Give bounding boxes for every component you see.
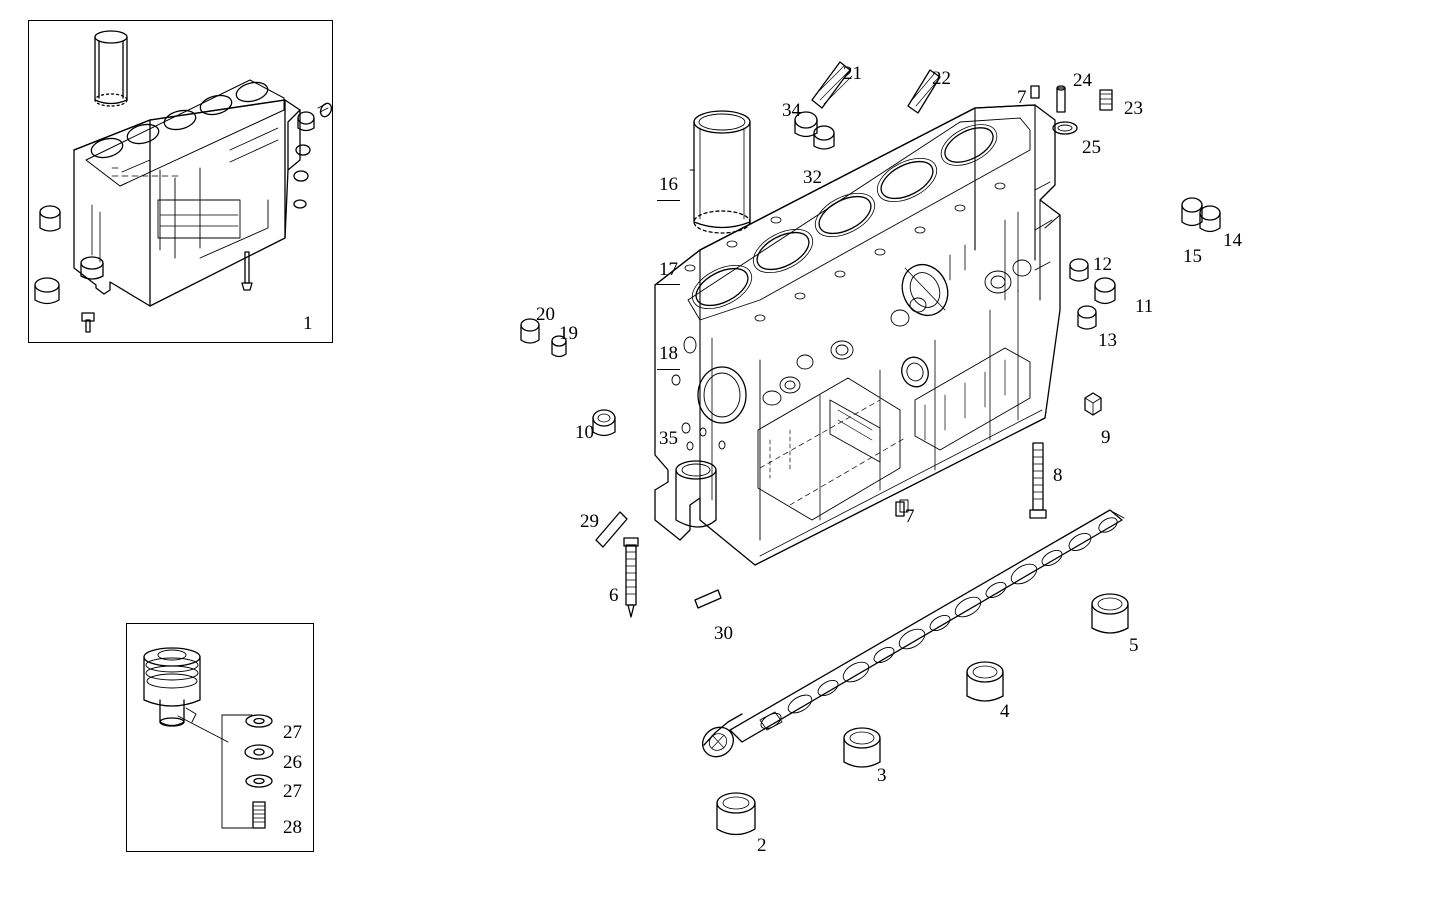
callout-11: 11	[1135, 296, 1154, 317]
liner-callout-16: 16	[657, 171, 680, 201]
liner-callout-17: 17	[657, 256, 680, 286]
callout-25: 25	[1082, 137, 1101, 158]
left-small-parts-group	[521, 319, 904, 617]
liner-callout-18: 18	[657, 340, 680, 370]
callout-4: 4	[1000, 701, 1010, 722]
callout-32: 32	[803, 167, 822, 188]
callout-26: 26	[283, 752, 302, 773]
callout-27-upper: 27	[283, 722, 302, 743]
cylinder-liner-part	[694, 111, 750, 233]
callout-12: 12	[1093, 254, 1112, 275]
callout-7-block: 7	[905, 506, 915, 527]
cam-bearings-group	[717, 594, 1128, 835]
callout-7-top: 7	[1017, 87, 1027, 108]
callout-28: 28	[283, 817, 302, 838]
camshaft-drawing	[697, 510, 1124, 763]
callout-19: 19	[559, 323, 578, 344]
callout-14: 14	[1223, 230, 1242, 251]
callout-6: 6	[609, 585, 619, 606]
callout-8: 8	[1053, 465, 1063, 486]
top-fasteners-group	[795, 62, 1112, 149]
callout-13: 13	[1098, 330, 1117, 351]
callout-20: 20	[536, 304, 555, 325]
callout-10: 10	[575, 422, 594, 443]
block-detail-drawing	[35, 31, 333, 332]
liner-callout-stack: 16 17 18 35	[657, 116, 680, 509]
callout-22: 22	[932, 68, 951, 89]
piston-detail-panel	[126, 623, 314, 852]
callout-27-lower: 27	[283, 781, 302, 802]
callout-30: 30	[714, 623, 733, 644]
callout-24: 24	[1073, 70, 1092, 91]
callout-21: 21	[843, 63, 862, 84]
liner-callout-35: 35	[659, 428, 678, 450]
callout-23: 23	[1124, 98, 1143, 119]
piston-detail-drawing	[144, 648, 273, 828]
callout-15: 15	[1183, 246, 1202, 267]
right-small-parts-group	[1030, 198, 1220, 518]
main-engine-block-drawing	[655, 105, 1060, 565]
callout-3: 3	[877, 765, 887, 786]
callout-9: 9	[1101, 427, 1111, 448]
cylinder-block-detail-panel	[28, 20, 333, 343]
callout-2: 2	[757, 835, 767, 856]
callout-29: 29	[580, 511, 599, 532]
callout-34: 34	[782, 100, 801, 121]
callout-1: 1	[303, 313, 313, 334]
callout-5: 5	[1129, 635, 1139, 656]
